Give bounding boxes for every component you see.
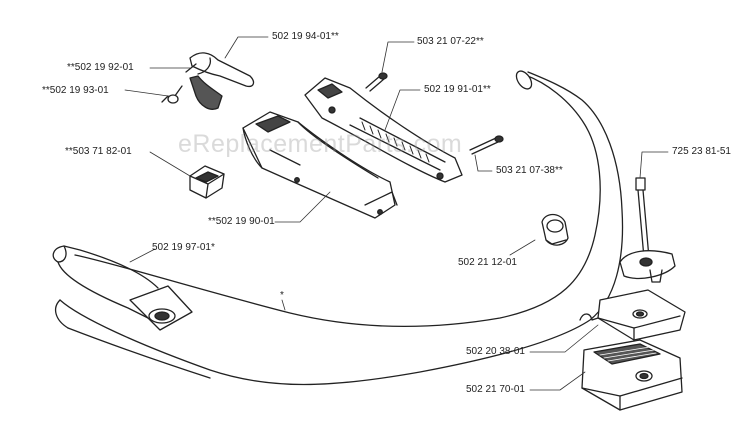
handle-housing-left: [242, 111, 398, 219]
label-502-21-70-01: 502 21 70-01: [466, 384, 525, 395]
label-handlebar: *: [280, 290, 284, 301]
grommet: [541, 213, 569, 246]
label-725-23-81-51: 725 23 81-51: [672, 146, 731, 157]
grip-sleeve: [52, 245, 193, 331]
leader-lines: [124, 36, 669, 391]
label-503-71-82-01: **503 71 82-01: [65, 146, 132, 157]
label-502-19-93-01: **502 19 93-01: [42, 85, 109, 96]
bolt: [635, 177, 650, 259]
screw-503-21-07-38: [469, 135, 504, 155]
watermark-text: eReplacementParts.com: [178, 130, 463, 158]
upper-clamp: [579, 289, 686, 341]
handlebar-tube: [54, 70, 624, 386]
handle-housing-right: [304, 77, 463, 183]
wing-knob: [619, 250, 676, 283]
screw-503-21-07-22: [365, 72, 388, 92]
label-502-19-92-01: **502 19 92-01: [67, 62, 134, 73]
lower-clamp: [581, 339, 683, 411]
throttle-trigger: [161, 52, 255, 110]
stop-switch: [189, 165, 225, 199]
label-503-21-07-22: 503 21 07-22**: [417, 36, 484, 47]
label-502-19-97-01: 502 19 97-01*: [152, 242, 215, 253]
label-502-19-94-01: 502 19 94-01**: [272, 31, 339, 42]
label-503-21-07-38: 503 21 07-38**: [496, 165, 563, 176]
label-502-19-90-01: **502 19 90-01: [208, 216, 275, 227]
label-502-21-12-01: 502 21 12-01: [458, 257, 517, 268]
label-502-20-38-01: 502 20 38-01: [466, 346, 525, 357]
label-502-19-91-01: 502 19 91-01**: [424, 84, 491, 95]
